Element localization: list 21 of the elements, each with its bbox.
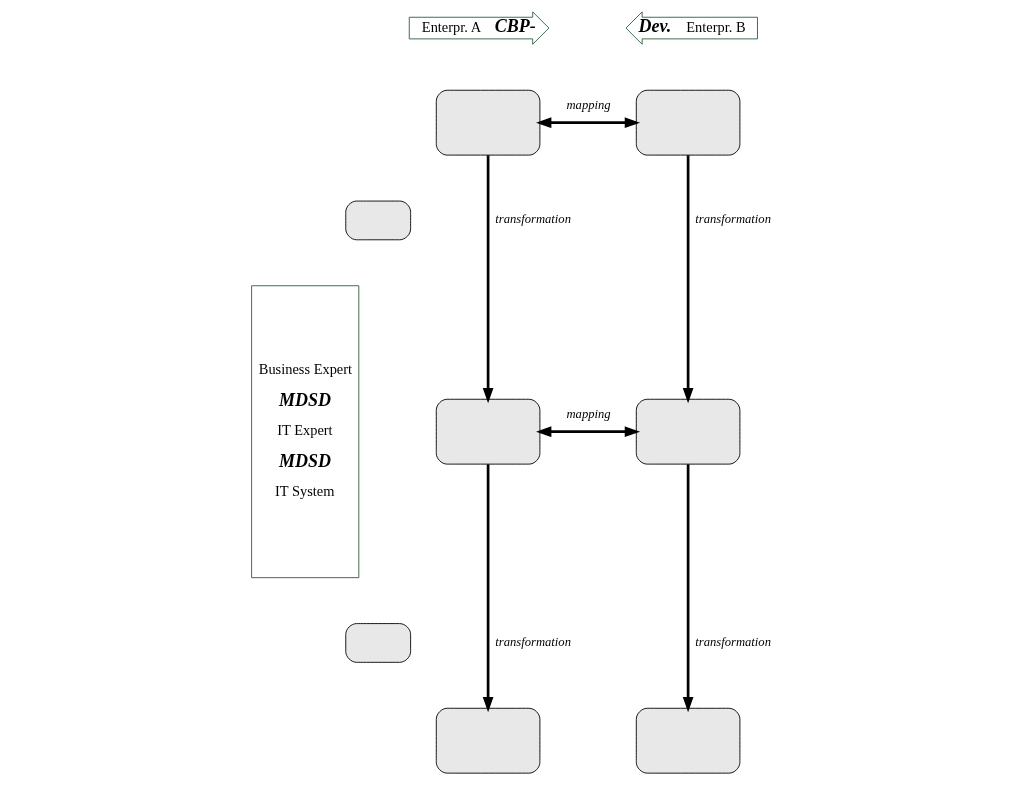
edge-label: transformation bbox=[494, 212, 571, 227]
edge-label: mapping bbox=[565, 406, 611, 421]
arrow bbox=[535, 426, 640, 438]
arrow bbox=[482, 155, 493, 404]
edge-label: transformation bbox=[494, 634, 571, 649]
node-box bbox=[435, 707, 540, 774]
edge-label: transformation bbox=[694, 634, 771, 649]
node-box bbox=[635, 398, 740, 465]
node-box bbox=[435, 89, 540, 156]
node-box bbox=[435, 398, 540, 465]
arrow bbox=[482, 464, 493, 713]
node-box bbox=[344, 623, 411, 663]
arrow bbox=[682, 464, 693, 713]
node-box bbox=[635, 89, 740, 156]
arrow bbox=[535, 117, 640, 129]
arrow bbox=[682, 155, 693, 404]
edge-label: mapping bbox=[565, 97, 611, 112]
edge-label: transformation bbox=[694, 212, 771, 227]
node-box bbox=[635, 707, 740, 774]
node-box bbox=[344, 200, 411, 241]
node-box: Business Expert MDSD IT Expert MDSD IT System bbox=[250, 285, 359, 579]
